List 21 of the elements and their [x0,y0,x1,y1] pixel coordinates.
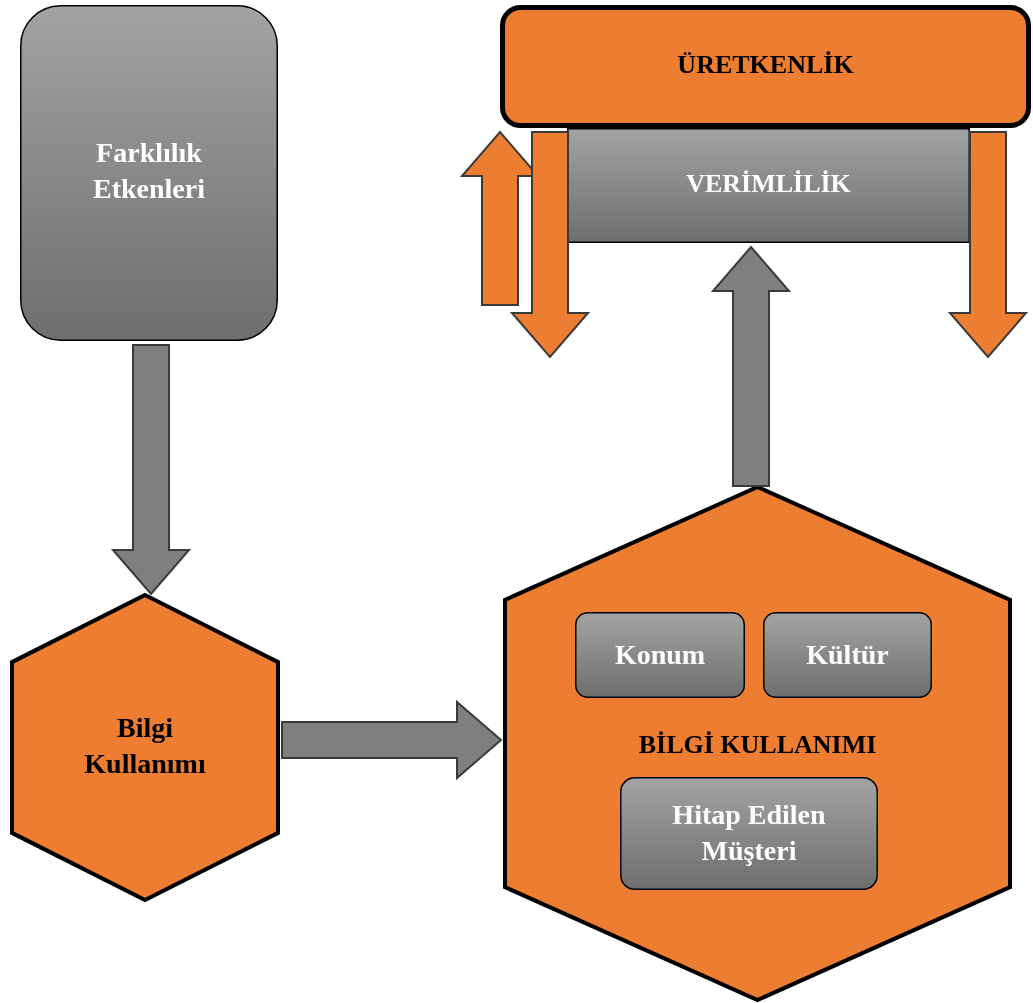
block-arrow [509,131,591,359]
block-arrow [710,245,792,487]
rounded-box [620,777,878,890]
block-arrow [947,131,1029,359]
block-arrow [281,699,503,781]
rounded-box [20,5,278,341]
node-label: VERİMLİLİK [685,168,852,200]
hexagon-node [12,595,278,900]
banner-box [500,5,1031,128]
node-label: Hitap Edilen Müşteri [671,798,827,868]
node-label: Kültür [805,638,890,672]
node-label: Bilgi Kullanımı [83,711,207,781]
node-label: Farklılık Etkenleri [92,136,206,206]
band-box [567,128,970,243]
hexagon-node [505,487,1010,1000]
node-label: Konum [613,638,707,672]
node-label: BİLGİ KULLANIMI [637,729,878,761]
rounded-box [763,612,932,698]
block-arrow [110,344,192,596]
node-label: ÜRETKENLİK [676,49,855,81]
rounded-box [575,612,745,698]
